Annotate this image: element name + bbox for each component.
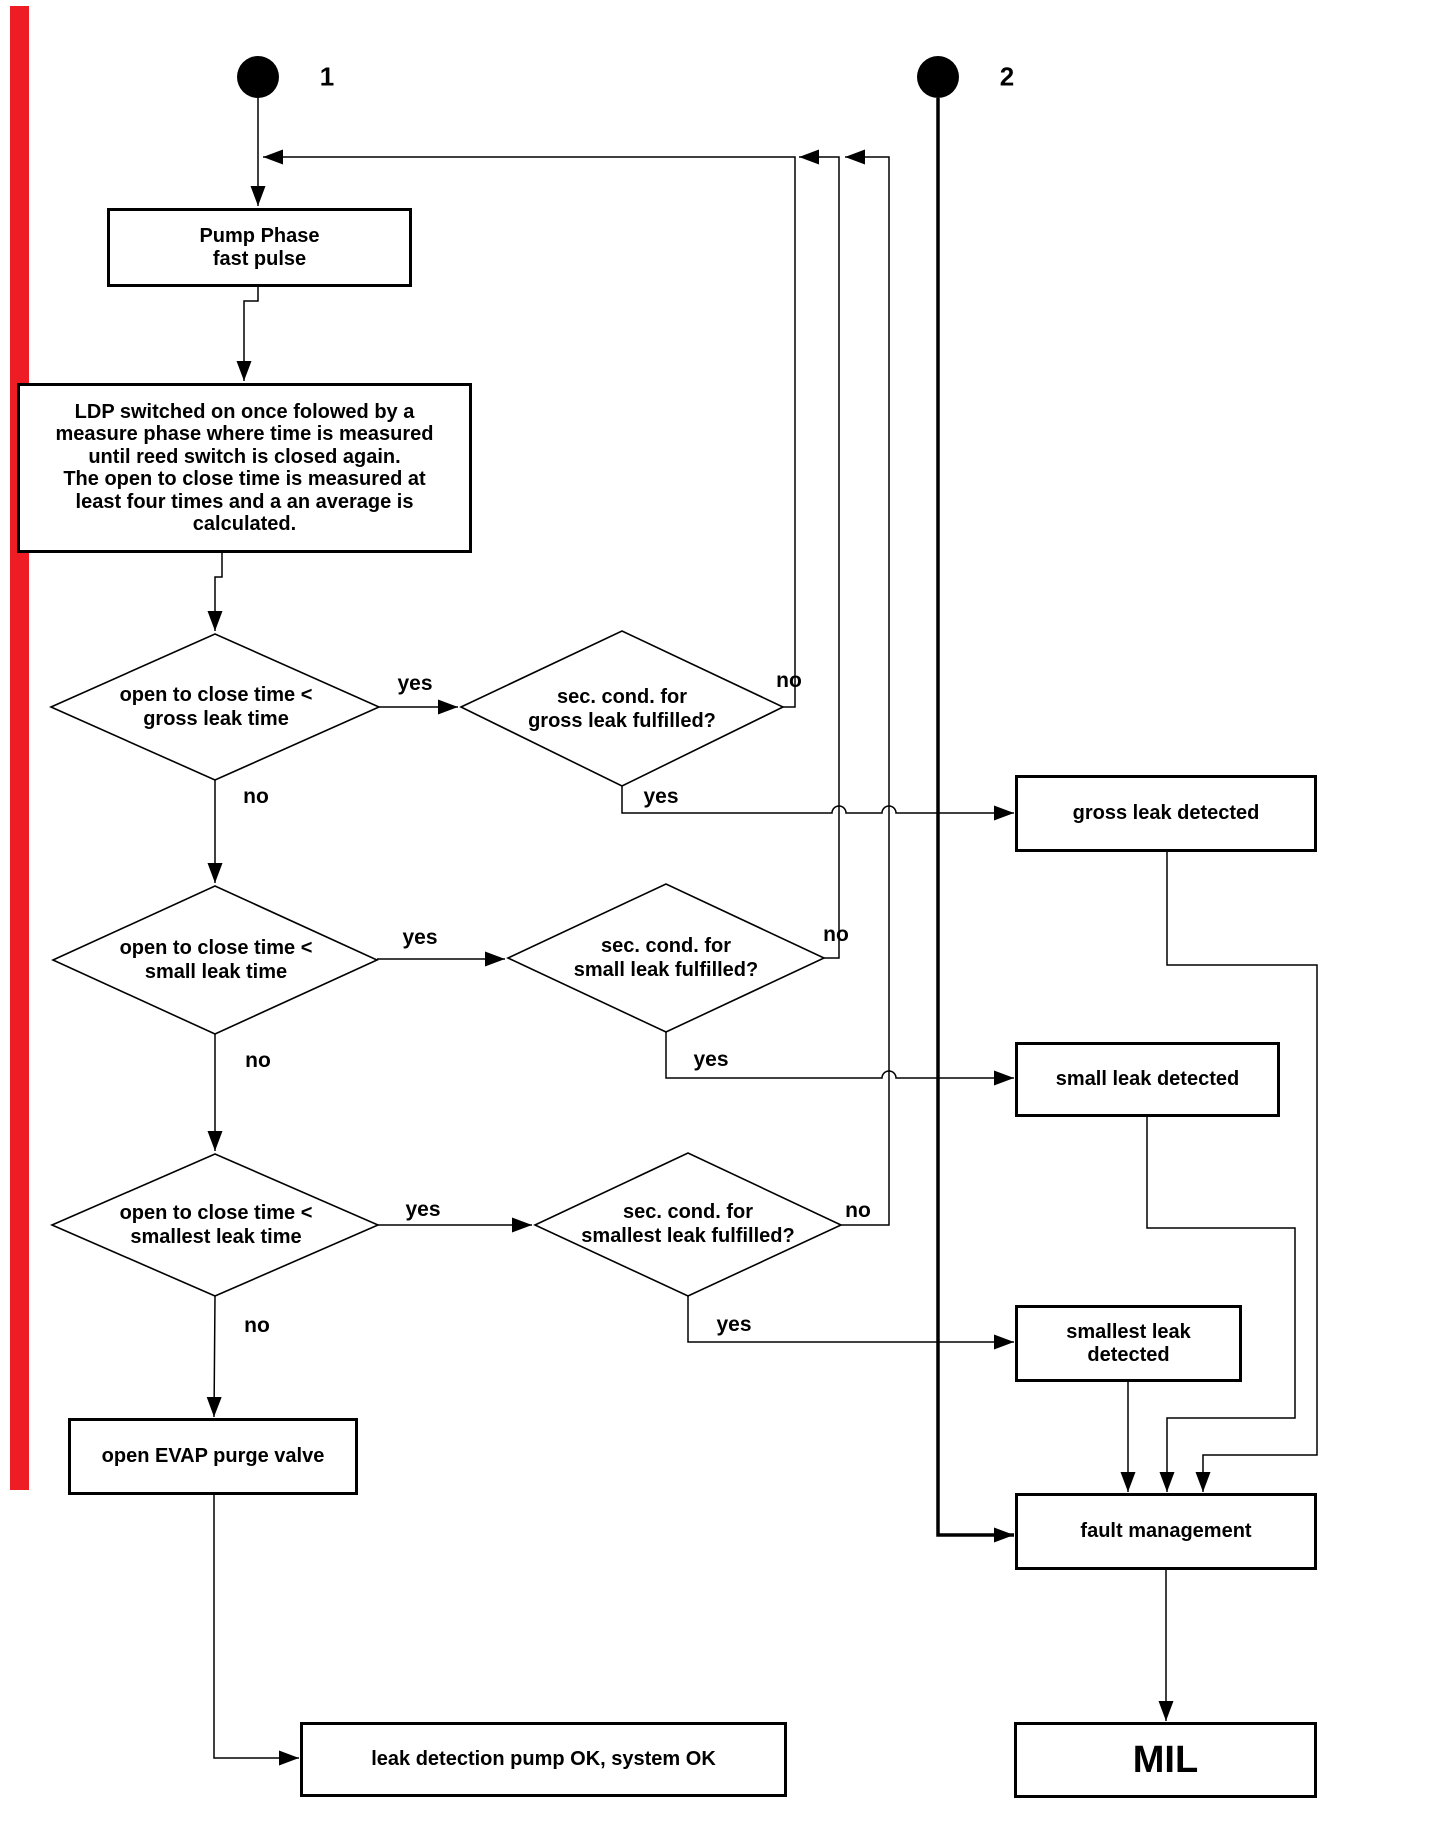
diamond-gross-time-text: open to close time < gross leak time [119, 684, 313, 730]
edge-grosscond-yes [621, 786, 1014, 821]
diamond-gross-cond [459, 630, 785, 787]
edge-smallesttime-no [206, 1295, 222, 1418]
node-gross-leak-detected: gross leak detected [1015, 775, 1317, 852]
diamond-smallest-cond [533, 1152, 843, 1297]
node-pump-phase: Pump Phase fast pulse [107, 208, 412, 287]
label-no-small-cond: no [823, 923, 849, 946]
node-ldp-measure: LDP switched on once folowed by a measur… [17, 383, 472, 553]
edge-smallestcond-yes [687, 1296, 1014, 1350]
start-node-2-icon [917, 56, 959, 98]
diamond-smallest-cond-text: sec. cond. for smallest leak fulfilled? [581, 1201, 795, 1247]
diamond-gross-time [49, 633, 381, 781]
diamond-gross-cond-text: sec. cond. for gross leak fulfilled? [528, 686, 716, 732]
edge-smallcond-no-return [799, 149, 840, 959]
label-yes-gross: yes [397, 672, 433, 695]
label-yes-small-cond: yes [693, 1048, 729, 1071]
edge-small-fault [1146, 1117, 1296, 1492]
edge-smallestcond-no-return [841, 149, 890, 1226]
node-small-leak-detected: small leak detected [1015, 1042, 1280, 1117]
label-yes-smallest-cond: yes [716, 1313, 752, 1336]
label-no-smallest: no [244, 1314, 270, 1337]
page-margin-bar [10, 6, 29, 1490]
node-fault-management: fault management [1015, 1493, 1317, 1570]
node-system-ok: leak detection pump OK, system OK [300, 1722, 787, 1797]
edge-start2-fault [936, 98, 1014, 1543]
node-mil: MIL [1014, 1722, 1317, 1798]
edge-smallcond-yes [665, 1032, 1014, 1086]
label-no-small: no [245, 1049, 271, 1072]
edge-grosscond-no-return [263, 149, 796, 708]
edge-evap-ok [213, 1495, 299, 1766]
edge-pump-ldp [236, 287, 259, 381]
diamond-small-cond [506, 883, 826, 1033]
edge-ldp-dgross [207, 553, 223, 631]
label-yes-gross-cond: yes [643, 785, 679, 808]
start-label-2: 2 [999, 61, 1015, 92]
label-yes-small: yes [402, 926, 438, 949]
label-no-gross: no [243, 785, 269, 808]
node-smallest-leak-detected: smallest leak detected [1015, 1305, 1242, 1382]
label-no-gross-cond: no [776, 669, 802, 692]
diamond-smallest-time [49, 1153, 381, 1297]
edge-gross-fault [1166, 852, 1318, 1492]
label-yes-smallest: yes [405, 1198, 441, 1221]
diamond-small-time [51, 885, 379, 1035]
start-node-1-icon [237, 56, 279, 98]
start-label-1: 1 [319, 61, 335, 92]
label-no-smallest-cond: no [845, 1199, 871, 1222]
diamond-small-time-text: open to close time < small leak time [119, 937, 313, 983]
diamond-smallest-time-text: open to close time < smallest leak time [119, 1202, 313, 1248]
diamond-small-cond-text: sec. cond. for small leak fulfilled? [573, 935, 759, 981]
node-open-evap-purge-valve: open EVAP purge valve [68, 1418, 358, 1495]
